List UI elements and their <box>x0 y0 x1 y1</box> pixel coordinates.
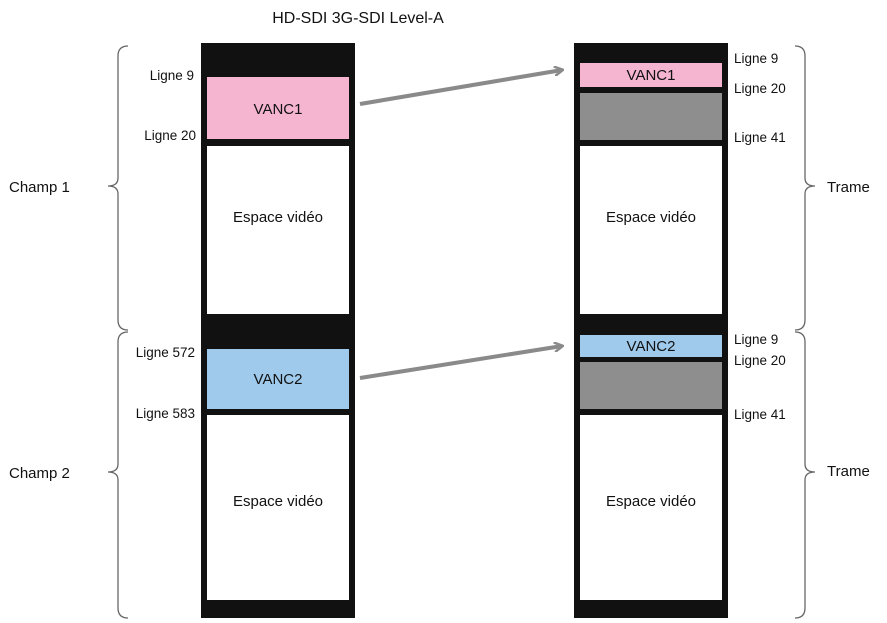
right-gray-block-2 <box>580 362 722 409</box>
left-vanc1-block <box>207 77 349 139</box>
left-line-label: Ligne 583 <box>136 406 195 421</box>
mapping-arrow-vanc1 <box>359 70 562 106</box>
diagram-title: HD-SDI 3G-SDI Level-A <box>272 10 444 27</box>
right-vanc2-block <box>580 335 722 357</box>
right-line-label: Ligne 9 <box>734 51 778 66</box>
left-video-space-2-label: Espace vidéo <box>233 493 323 510</box>
left-line-label: Ligne 9 <box>150 68 194 83</box>
left-vanc2-label: VANC2 <box>254 371 303 388</box>
right-gray-block-1 <box>580 93 722 140</box>
left-column: VANC1 Espace vidéo VANC2 Espace vidéo <box>201 43 355 618</box>
left-video-space-1-label: Espace vidéo <box>233 209 323 226</box>
right-vanc1-label: VANC1 <box>627 67 676 84</box>
right-brace-frame-1 <box>794 45 816 331</box>
left-vanc1-label: VANC1 <box>254 101 303 118</box>
left-line-label: Ligne 572 <box>136 345 195 360</box>
right-brace-frame-2 <box>794 331 816 619</box>
right-video-space-1 <box>580 146 722 314</box>
left-video-space-2 <box>207 415 349 600</box>
left-brace-label: Champ 2 <box>9 465 70 482</box>
right-video-space-1-label: Espace vidéo <box>606 209 696 226</box>
right-line-label: Ligne 41 <box>734 407 786 422</box>
left-video-space-1 <box>207 146 349 314</box>
right-column: VANC1 Espace vidéo VANC2 Espace vidéo <box>574 43 728 618</box>
left-line-label: Ligne 20 <box>144 128 196 143</box>
right-line-label: Ligne 41 <box>734 130 786 145</box>
right-vanc1-block <box>580 63 722 87</box>
left-brace-field-2 <box>107 331 129 619</box>
right-brace-label: Trame <box>827 179 870 196</box>
right-line-label: Ligne 20 <box>734 81 786 96</box>
right-vanc2-label: VANC2 <box>627 338 676 355</box>
left-brace-label: Champ 1 <box>9 179 70 196</box>
right-video-space-2-label: Espace vidéo <box>606 493 696 510</box>
right-line-label: Ligne 9 <box>734 332 778 347</box>
left-vanc2-block <box>207 349 349 409</box>
right-line-label: Ligne 20 <box>734 353 786 368</box>
left-brace-field-1 <box>107 45 129 331</box>
right-brace-label: Trame <box>827 463 870 480</box>
right-video-space-2 <box>580 415 722 600</box>
mapping-arrow-vanc2 <box>359 346 562 380</box>
